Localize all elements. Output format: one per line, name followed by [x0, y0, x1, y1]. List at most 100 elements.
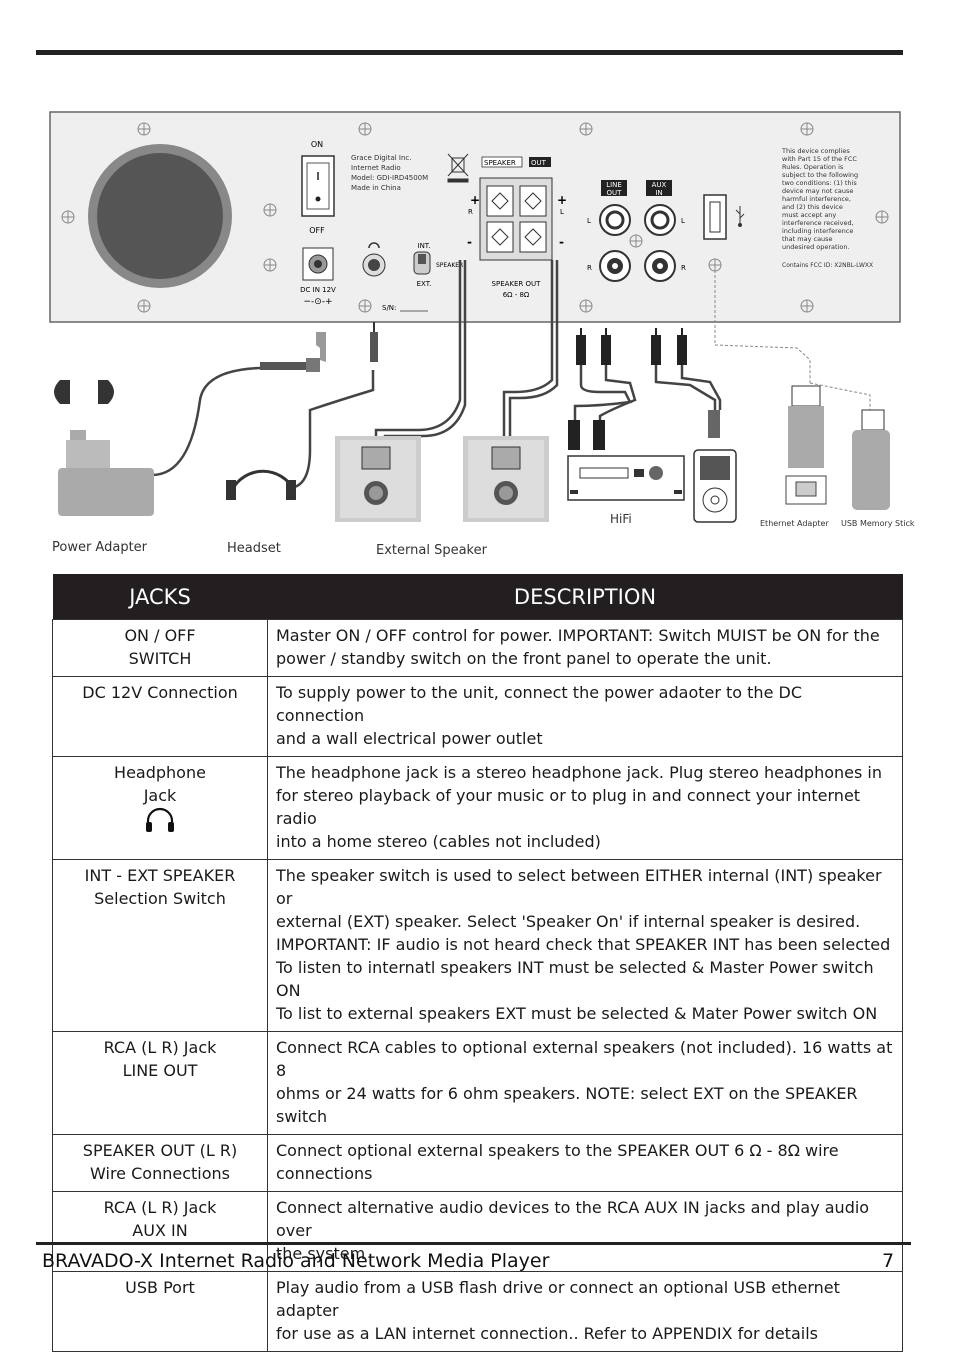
- dc-in-label: DC IN 12V: [300, 286, 336, 294]
- table-row: SPEAKER OUT (L R) Wire Connections Connec…: [52, 1134, 903, 1192]
- jack-label: SPEAKER OUT (L R): [82, 1141, 238, 1160]
- page-number: 7: [882, 1250, 895, 1272]
- aux-in-label: AUX: [652, 181, 667, 189]
- fcc-line: undesired operation.: [782, 243, 850, 251]
- external-speaker-left: [335, 436, 421, 522]
- description-line: and a wall electrical power outlet: [276, 729, 543, 748]
- jack-label: RCA (L R) Jack: [103, 1198, 217, 1217]
- description-line: ohms or 24 watts for 6 ohm speakers. NOT…: [276, 1084, 858, 1126]
- line-out-badge: [601, 180, 627, 196]
- description-cell: Play audio from a USB flash drive or con…: [267, 1271, 903, 1352]
- jack-cell: SPEAKER OUT (L R) Wire Connections: [52, 1134, 268, 1192]
- jack-label: AUX IN: [132, 1221, 188, 1240]
- headset-icon: [230, 469, 296, 491]
- maker-info: Grace Digital Inc. Internet Radio Model:…: [351, 154, 428, 192]
- footer-title: BRAVADO-X Internet Radio and Network Med…: [42, 1250, 550, 1272]
- aux-in-badge: [646, 180, 672, 196]
- weee-bin-icon: [447, 153, 469, 183]
- media-player-icon: [693, 449, 737, 523]
- jack-cell: ON / OFF SWITCH: [52, 619, 268, 677]
- ethernet-adapter-caption: Ethernet Adapter: [760, 519, 829, 528]
- description-line: for use as a LAN internet connection.. R…: [276, 1324, 818, 1343]
- hifi-caption: HiFi: [610, 512, 632, 526]
- jack-label: USB Port: [125, 1278, 195, 1297]
- fcc-line: two conditions: (1) this: [782, 179, 857, 187]
- mini-plug: [708, 410, 720, 438]
- bottom-rule: [36, 1242, 911, 1245]
- description-line: into a home stereo (cables not included): [276, 832, 601, 851]
- description-cell: Master ON / OFF control for power. IMPOR…: [267, 619, 903, 677]
- description-line: To listen to internatl speakers INT must…: [276, 958, 874, 1000]
- description-line: Connect RCA cables to optional external …: [276, 1038, 893, 1080]
- headset-caption: Headset: [227, 541, 281, 556]
- description-cell: The speaker switch is used to select bet…: [267, 859, 903, 1032]
- line-out-label: OUT: [607, 189, 623, 197]
- description-line: IMPORTANT: IF audio is not heard check t…: [276, 935, 891, 954]
- svg-text:-: -: [559, 235, 564, 249]
- svg-text:-: -: [467, 235, 472, 249]
- line-out-label: LINE: [606, 181, 622, 189]
- fcc-line: interference received,: [782, 219, 854, 227]
- external-speaker-caption: External Speaker: [376, 543, 488, 558]
- description-cell: Connect RCA cables to optional external …: [267, 1031, 903, 1135]
- description-line: The speaker switch is used to select bet…: [276, 866, 882, 908]
- speaker-out-prefix: SPEAKER: [484, 159, 516, 167]
- fcc-line: that may cause: [782, 235, 833, 243]
- description-line: To list to external speakers EXT must be…: [276, 1004, 878, 1023]
- speaker-out-caption: SPEAKER OUT: [492, 280, 542, 288]
- svg-text:R: R: [468, 208, 473, 216]
- description-cell: To supply power to the unit, connect the…: [267, 676, 903, 757]
- svg-text:+: +: [470, 193, 480, 207]
- fcc-id: Contains FCC ID: X2NBL-LWXX: [782, 262, 873, 269]
- maker-line: Model: GDI-IRD4500M: [351, 174, 428, 182]
- int-label: INT.: [418, 242, 431, 250]
- description-line: connections: [276, 1164, 373, 1183]
- table-row: DC 12V Connection To supply power to the…: [52, 676, 903, 757]
- jacks-table: JACKS DESCRIPTION ON / OFF SWITCH Master …: [52, 574, 903, 1352]
- jack-cell: DC 12V Connection: [52, 676, 268, 757]
- maker-line: Internet Radio: [351, 164, 401, 172]
- speaker-switch-label: SPEAKER: [436, 262, 463, 269]
- svg-text:L: L: [587, 217, 591, 225]
- fcc-statement: This device complies with Part 15 of the…: [781, 147, 873, 269]
- jack-label: Headphone: [114, 763, 206, 782]
- usb-memory-stick-caption: USB Memory Stick: [841, 519, 915, 528]
- headphone-icon: [146, 807, 174, 832]
- jack-label: Wire Connections: [90, 1164, 230, 1183]
- description-line: Connect alternative audio devices to the…: [276, 1198, 870, 1240]
- power-adapter-icon: [54, 380, 154, 516]
- description-cell: Connect optional external speakers to th…: [267, 1134, 903, 1192]
- description-line: for stereo playback of your music or to …: [276, 786, 861, 828]
- svg-text:L: L: [560, 208, 564, 216]
- jack-label: ON / OFF: [124, 626, 196, 645]
- description-line: external (EXT) speaker. Select 'Speaker …: [276, 912, 861, 931]
- jack-label: SWITCH: [128, 649, 192, 668]
- description-line: Play audio from a USB flash drive or con…: [276, 1278, 840, 1320]
- fcc-line: with Part 15 of the FCC: [782, 155, 857, 163]
- usb-memory-stick-icon: [852, 409, 890, 510]
- description-line: the system: [276, 1244, 366, 1263]
- panel-screws: [61, 122, 889, 313]
- description-line: The headphone jack is a stereo headphone…: [276, 763, 882, 782]
- description-line: power / standby switch on the front pane…: [276, 649, 772, 668]
- hifi-icon: [567, 455, 685, 501]
- table-header-row: JACKS DESCRIPTION: [52, 574, 903, 620]
- fcc-line: This device complies: [781, 147, 850, 155]
- svg-text:R: R: [587, 264, 592, 272]
- description-cell: The headphone jack is a stereo headphone…: [267, 756, 903, 860]
- speaker-out-suffix: OUT: [531, 159, 547, 167]
- switch-off-label: OFF: [309, 226, 325, 235]
- rca-plugs: [568, 335, 687, 450]
- usb-dotted-line: [714, 265, 811, 383]
- fcc-line: subject to the following: [782, 171, 858, 179]
- fcc-line: and (2) this device: [782, 203, 843, 211]
- rca-jacks: [599, 204, 676, 282]
- switch-on-label: ON: [311, 140, 323, 149]
- headphone-jack-icon: [362, 242, 386, 277]
- svg-text:+: +: [557, 193, 567, 207]
